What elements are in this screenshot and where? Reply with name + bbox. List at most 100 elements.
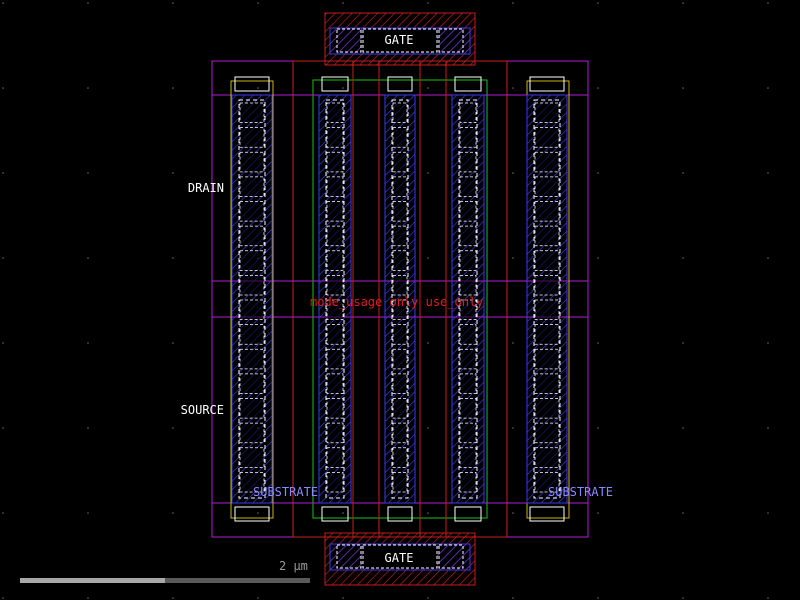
contact-cut bbox=[534, 250, 560, 271]
contact-cut bbox=[534, 324, 560, 345]
contact-cut bbox=[534, 127, 560, 148]
contact-cut bbox=[534, 373, 560, 394]
poly-fingers bbox=[352, 60, 447, 538]
contact-cut bbox=[459, 373, 477, 394]
scale-bar bbox=[20, 578, 310, 583]
overlay-label: mode_usage only use_only bbox=[310, 295, 483, 309]
scale-bar-label: 2 µm bbox=[279, 559, 308, 573]
contact-cut bbox=[392, 225, 408, 247]
contact-cut bbox=[239, 348, 265, 370]
contact-cut bbox=[459, 151, 477, 173]
contact-cut bbox=[392, 324, 408, 345]
contact-cut bbox=[534, 274, 560, 296]
diffusion-region bbox=[312, 79, 488, 519]
contact-cut bbox=[534, 225, 560, 247]
substrate-label-left: SUBSTRATE bbox=[253, 485, 318, 499]
contact-cut bbox=[239, 398, 265, 419]
contact-cut bbox=[459, 471, 477, 493]
gate-label-top: GATE bbox=[385, 33, 414, 47]
contact-cut bbox=[239, 225, 265, 247]
drain-column-1 bbox=[318, 76, 352, 522]
contact-cut bbox=[534, 422, 560, 444]
contact-cut bbox=[534, 447, 560, 468]
contact-cut bbox=[326, 250, 344, 271]
contact-cut bbox=[392, 348, 408, 370]
gate-pad-top bbox=[324, 12, 476, 66]
contact-cut bbox=[392, 102, 408, 124]
contact-cut bbox=[326, 299, 344, 321]
contact-cut bbox=[459, 299, 477, 321]
contact-cut bbox=[392, 471, 408, 493]
contact-cut bbox=[459, 176, 477, 197]
contact-cut bbox=[326, 422, 344, 444]
substrate-label-right: SUBSTRATE bbox=[548, 485, 613, 499]
contact-cut bbox=[534, 102, 560, 124]
contact-cut bbox=[534, 151, 560, 173]
contact-cut bbox=[326, 324, 344, 345]
scale-bar-fill bbox=[20, 578, 165, 583]
contact-cut bbox=[326, 102, 344, 124]
contact-cut bbox=[239, 127, 265, 148]
contact-cut bbox=[326, 348, 344, 370]
contact-cut bbox=[326, 225, 344, 247]
contact-cut bbox=[392, 447, 408, 468]
contact-cut bbox=[326, 471, 344, 493]
contact-cut bbox=[239, 151, 265, 173]
contact-cut bbox=[239, 102, 265, 124]
contact-cut bbox=[326, 274, 344, 296]
contact-cut bbox=[392, 373, 408, 394]
contact-cut bbox=[326, 201, 344, 222]
contact-cut bbox=[459, 225, 477, 247]
contact-cut bbox=[392, 201, 408, 222]
contact-cut bbox=[326, 373, 344, 394]
contact-cut bbox=[392, 398, 408, 419]
gate-label-bottom: GATE bbox=[385, 551, 414, 565]
contact-cut bbox=[534, 398, 560, 419]
contact-cut bbox=[326, 127, 344, 148]
contact-cut bbox=[392, 422, 408, 444]
substrate-column-left bbox=[231, 76, 273, 522]
gate-pad-bottom bbox=[324, 532, 476, 586]
contact-cut bbox=[239, 274, 265, 296]
source-label: SOURCE bbox=[181, 403, 224, 417]
substrate-column-right bbox=[526, 76, 568, 522]
contact-cut bbox=[239, 471, 265, 493]
contact-cut bbox=[392, 151, 408, 173]
contact-cut bbox=[326, 398, 344, 419]
contact-cut bbox=[326, 447, 344, 468]
contact-cut bbox=[239, 422, 265, 444]
contact-cut bbox=[239, 176, 265, 197]
contact-cut bbox=[459, 422, 477, 444]
contact-cut bbox=[459, 324, 477, 345]
contact-cut bbox=[239, 324, 265, 345]
contact-cut bbox=[459, 274, 477, 296]
contact-cut bbox=[534, 299, 560, 321]
contact-cut bbox=[459, 348, 477, 370]
contact-cut bbox=[326, 151, 344, 173]
contact-cut bbox=[239, 373, 265, 394]
drain-label: DRAIN bbox=[188, 181, 224, 195]
contact-cut bbox=[239, 299, 265, 321]
contact-cut bbox=[239, 201, 265, 222]
drain-column-3 bbox=[451, 76, 485, 522]
contact-cut bbox=[392, 250, 408, 271]
contact-cut bbox=[459, 127, 477, 148]
contact-cut bbox=[459, 398, 477, 419]
contact-cut bbox=[534, 201, 560, 222]
contact-cut bbox=[392, 274, 408, 296]
contact-cut bbox=[392, 127, 408, 148]
contact-cut bbox=[392, 176, 408, 197]
contact-cut bbox=[459, 250, 477, 271]
contact-cut bbox=[392, 299, 408, 321]
contact-cut bbox=[459, 102, 477, 124]
drain-column-2 bbox=[384, 76, 416, 522]
contact-cut bbox=[459, 201, 477, 222]
contact-cut bbox=[534, 348, 560, 370]
tap-well-left bbox=[230, 80, 274, 519]
contact-cut bbox=[459, 447, 477, 468]
contact-cut bbox=[239, 250, 265, 271]
contact-cut bbox=[326, 176, 344, 197]
contact-cut bbox=[534, 176, 560, 197]
contact-cut bbox=[239, 447, 265, 468]
